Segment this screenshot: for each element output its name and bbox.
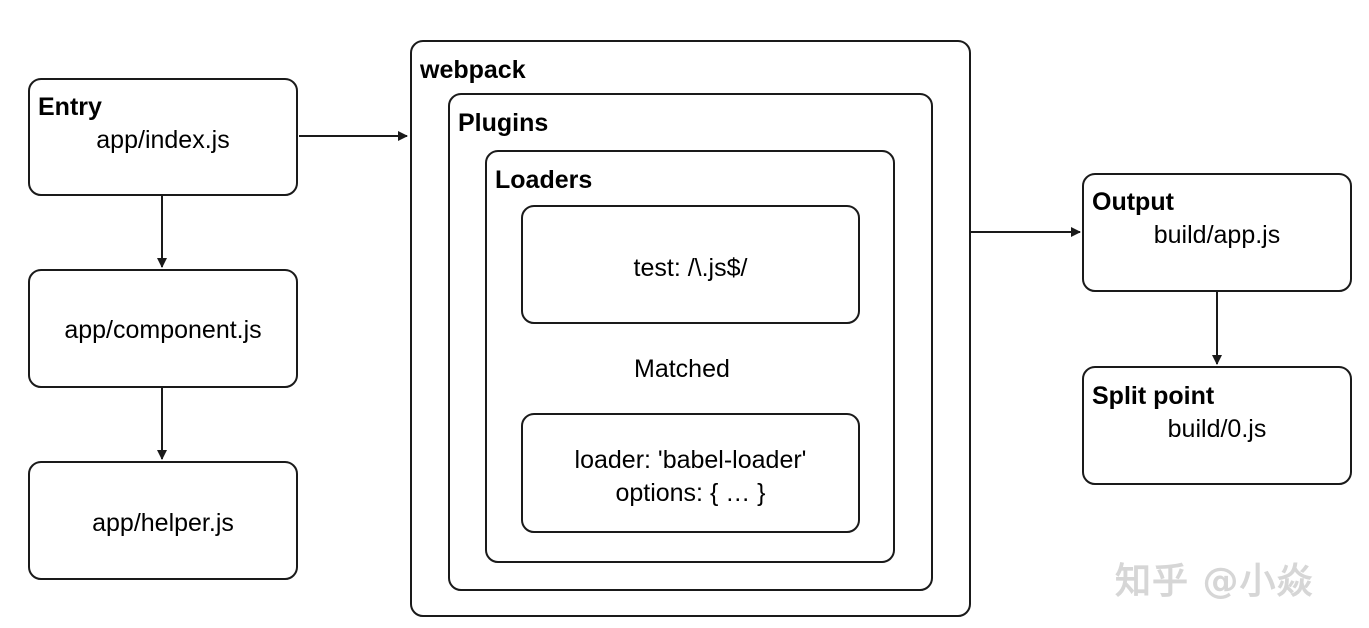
component-box: app/component.js <box>28 269 298 388</box>
output-title: Output <box>1092 188 1174 216</box>
loader-line: loader: 'babel-loader' <box>574 446 807 474</box>
watermark: 知乎 @小焱 <box>1115 561 1314 602</box>
split-point-box: Split point build/0.js <box>1082 366 1352 485</box>
test-rule-box: test: /\.js$/ <box>521 205 860 324</box>
loader-box: loader: 'babel-loader' options: { … } <box>521 413 860 533</box>
component-file: app/component.js <box>64 316 262 344</box>
split-point-title: Split point <box>1092 382 1215 410</box>
split-point-file: build/0.js <box>1167 415 1267 443</box>
entry-box: Entry app/index.js <box>28 78 298 196</box>
test-rule: test: /\.js$/ <box>633 254 748 282</box>
loaders-title: Loaders <box>495 166 593 194</box>
helper-box: app/helper.js <box>28 461 298 580</box>
entry-file: app/index.js <box>96 126 230 154</box>
matched-label: Matched <box>634 355 730 383</box>
options-line: options: { … } <box>615 479 766 507</box>
plugins-title: Plugins <box>458 109 549 137</box>
webpack-title: webpack <box>420 56 526 84</box>
output-box: Output build/app.js <box>1082 173 1352 292</box>
output-file: build/app.js <box>1153 221 1281 249</box>
helper-file: app/helper.js <box>92 509 234 537</box>
entry-title: Entry <box>38 93 102 121</box>
